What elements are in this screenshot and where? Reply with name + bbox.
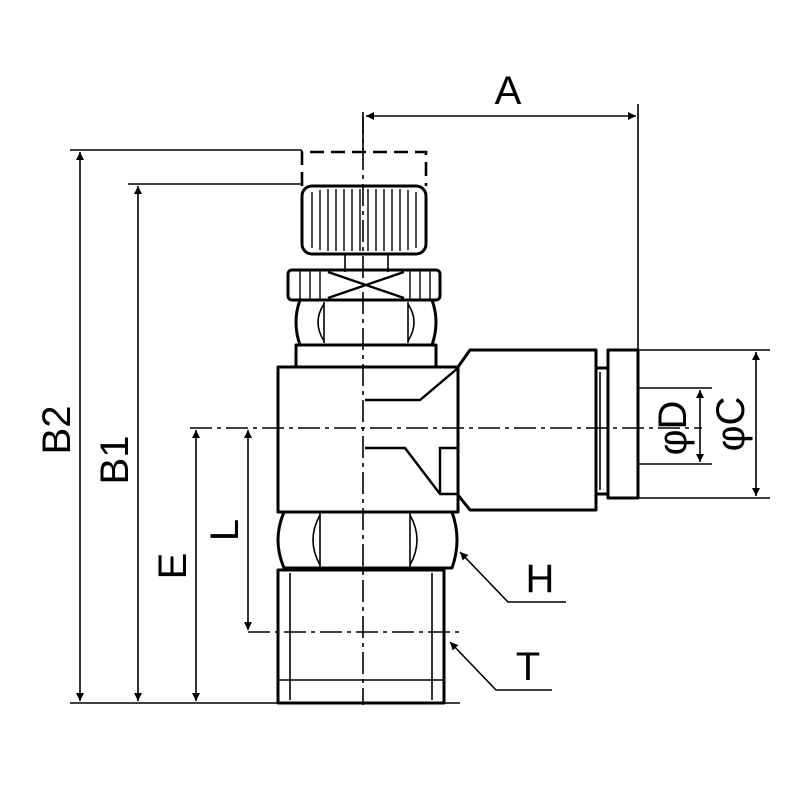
center-lines xyxy=(190,112,702,705)
leader-h xyxy=(459,551,566,603)
label-b2: B2 xyxy=(35,406,79,455)
release-sleeve xyxy=(606,348,640,500)
main-body xyxy=(276,365,460,514)
dimension-labels: A B2 B1 E L H T φD φC xyxy=(35,69,753,689)
knurled-knob xyxy=(300,184,428,256)
label-h: H xyxy=(526,557,555,601)
label-b1: B1 xyxy=(93,436,137,485)
label-t: T xyxy=(516,645,540,689)
washer-teeth xyxy=(299,271,431,299)
threaded-section xyxy=(276,568,446,705)
label-phi-d: φD xyxy=(651,401,695,456)
extension-lines xyxy=(70,104,770,704)
elbow-port xyxy=(456,348,598,512)
dimension-lines xyxy=(76,112,760,701)
fitting-body xyxy=(276,150,640,705)
knob-knurling xyxy=(311,189,417,251)
knob-open-position xyxy=(300,150,428,186)
label-a: A xyxy=(495,69,522,113)
label-e: E xyxy=(151,553,195,580)
label-phi-c: φC xyxy=(709,397,753,452)
label-l: L xyxy=(203,519,247,541)
collet-ring xyxy=(594,366,610,496)
lower-hex-nut xyxy=(276,510,459,570)
leader-t xyxy=(449,641,552,691)
lock-nut xyxy=(294,298,438,347)
